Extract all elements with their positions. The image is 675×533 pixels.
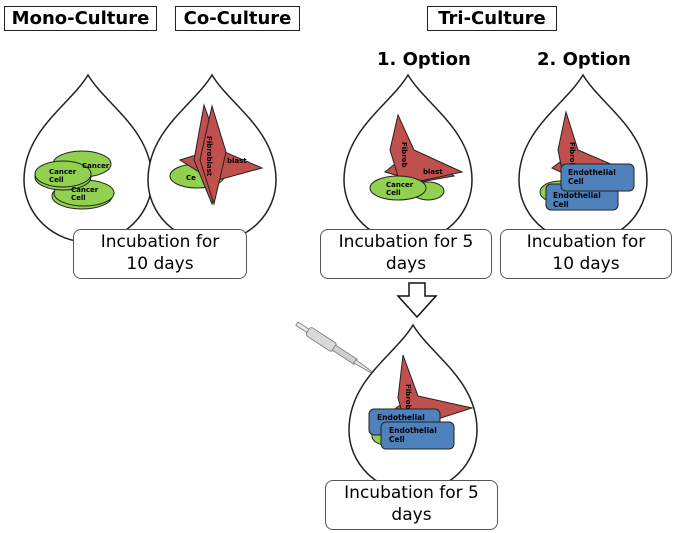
cancer-label-stub: Ce xyxy=(186,174,196,182)
mono-culture-header: Mono-Culture xyxy=(4,6,157,31)
endothelial-cell-label-o2b2: Cell xyxy=(553,200,569,209)
fibroblast-label: Fibroblast xyxy=(205,136,213,177)
fibroblast-partial-label-o2: Fibrob xyxy=(568,142,576,167)
endothelial-cell-label-o2a: Endothelial xyxy=(568,168,616,177)
endothelial-cell-label-final-b: Cell xyxy=(389,435,405,444)
endothelial-cell-label-final: Endothelial xyxy=(389,426,437,435)
pipette-icon xyxy=(295,321,375,375)
cancer-cell-label-2: Cancer xyxy=(71,186,99,194)
incubation-line-1: Incubation for 5 xyxy=(344,483,479,504)
cancer-cell-label-o1b: Cell xyxy=(386,189,401,197)
endothelial-cell-label-o2b: Endothelial xyxy=(553,191,601,200)
option-2-cells: Fibrob Endothelial Cell Endothelial Cell xyxy=(539,110,635,211)
cancer-cell-label-1: Cancer xyxy=(49,168,77,176)
endothelial-cell-label-o2a2: Cell xyxy=(568,177,584,186)
incubation-line-2: days xyxy=(385,254,427,274)
incubation-line-1: Incubation for xyxy=(526,232,646,253)
option-1-label: 1. Option xyxy=(377,49,471,70)
fibroblast-partial-label-o1: Fibrob xyxy=(400,142,408,167)
fibroblast-blast-label-o1: blast xyxy=(423,168,443,176)
co-culture-cells: Ce blast Fibroblast xyxy=(169,103,264,206)
cancer-label-partial: Cancer xyxy=(82,162,110,170)
cancer-cell-label-o1: Cancer xyxy=(386,181,414,189)
fibroblast-blast-label: blast xyxy=(227,157,247,165)
incubation-line-1: Incubation for xyxy=(100,232,220,253)
endothelial-label-final-a: Endothelial xyxy=(377,413,425,422)
tri-culture-header: Tri-Culture xyxy=(427,6,557,31)
incubation-line-1: Incubation for 5 xyxy=(338,232,474,253)
down-arrow xyxy=(396,282,438,319)
fibroblast-partial-label-final: Fibrobl xyxy=(404,384,412,412)
option-2-label: 2. Option xyxy=(537,49,631,70)
co-culture-header: Co-Culture xyxy=(175,6,300,31)
option-1-cells: blast Fibrob Cancer Cell xyxy=(369,113,464,201)
cancer-cell-label-1b: Cell xyxy=(49,176,64,184)
incubation-line-2: days xyxy=(391,505,432,525)
incubation-line-2: 10 days xyxy=(126,254,194,274)
cancer-cell-cluster: Cancer Cancer Cell Cancer Cell xyxy=(34,150,115,210)
final-drop-cells: Fibrobl Endothelial Endothelial Cell xyxy=(368,354,474,450)
incubation-line-2: 10 days xyxy=(552,254,620,274)
cancer-cell-label-2b: Cell xyxy=(71,194,86,202)
